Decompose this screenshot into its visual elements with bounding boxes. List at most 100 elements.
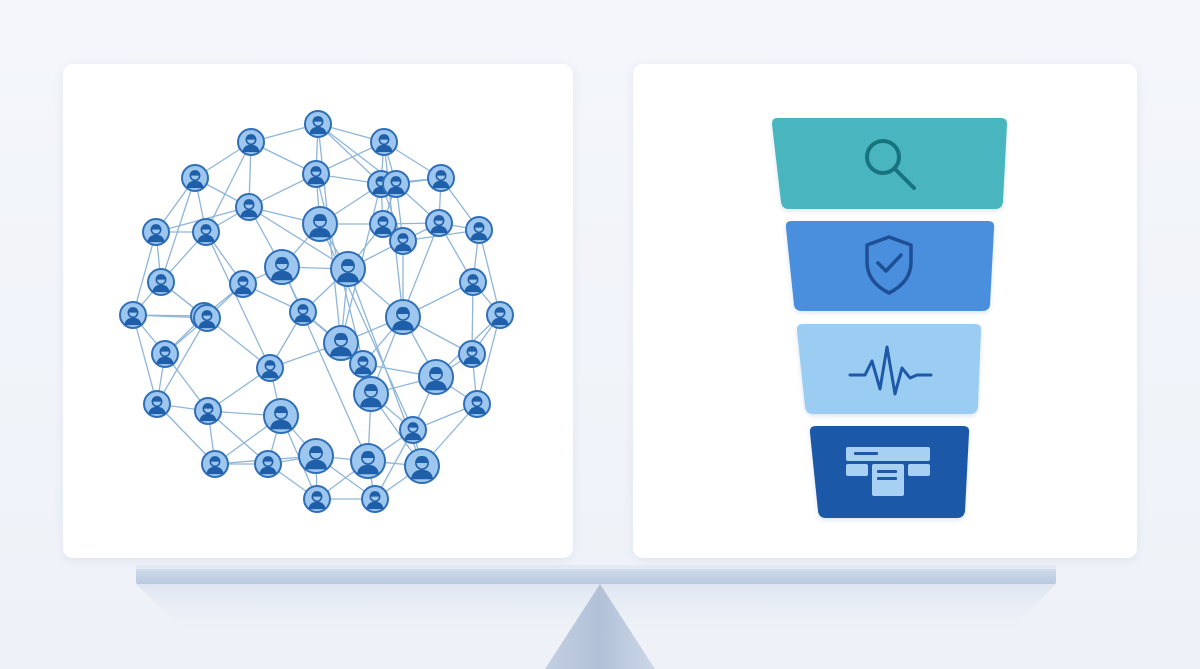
person-icon	[391, 307, 415, 331]
person-icon	[491, 307, 509, 326]
person-node	[418, 359, 454, 395]
funnel-stage-dashboard	[809, 426, 970, 518]
person-icon	[387, 176, 405, 195]
person-node	[459, 268, 487, 296]
person-node	[143, 390, 171, 418]
person-node	[465, 216, 493, 244]
dashboard-icon	[846, 447, 930, 496]
person-node	[201, 450, 229, 478]
person-icon	[269, 406, 293, 430]
person-icon	[156, 346, 174, 365]
person-icon	[410, 456, 434, 480]
network-edge	[132, 314, 158, 405]
shield-check-icon	[865, 235, 913, 295]
person-icon	[366, 491, 384, 510]
person-node	[330, 251, 366, 287]
network-edge	[205, 231, 271, 369]
person-node	[119, 301, 147, 329]
person-node	[235, 193, 263, 221]
pulse-icon	[848, 345, 933, 396]
fulcrum	[545, 584, 655, 669]
person-node	[399, 416, 427, 444]
person-icon	[354, 356, 372, 375]
person-icon	[124, 307, 142, 326]
person-node	[192, 218, 220, 246]
person-icon	[404, 422, 422, 441]
person-icon	[270, 257, 294, 281]
person-node	[463, 390, 491, 418]
beam-shadow	[136, 584, 1056, 650]
person-node	[302, 206, 338, 242]
person-icon	[234, 276, 252, 295]
person-node	[304, 110, 332, 138]
person-icon	[259, 456, 277, 475]
network-edge	[476, 314, 501, 405]
person-icon	[240, 199, 258, 218]
network-edge	[478, 229, 501, 316]
person-icon	[464, 274, 482, 293]
person-node	[302, 160, 330, 188]
person-icon	[470, 222, 488, 241]
person-node	[193, 304, 221, 332]
person-node	[142, 218, 170, 246]
network-edge	[160, 177, 196, 283]
person-node	[349, 350, 377, 378]
person-node	[425, 209, 453, 237]
person-node	[361, 485, 389, 513]
person-icon	[199, 403, 217, 422]
person-icon	[394, 233, 412, 252]
person-node	[256, 354, 284, 382]
person-node	[323, 325, 359, 361]
person-node	[194, 397, 222, 425]
person-node	[382, 170, 410, 198]
person-icon	[356, 451, 380, 475]
person-node	[289, 298, 317, 326]
person-icon	[294, 304, 312, 323]
person-node	[385, 299, 421, 335]
person-node	[486, 301, 514, 329]
person-node	[370, 128, 398, 156]
person-node	[263, 398, 299, 434]
person-icon	[304, 446, 328, 470]
network-edge	[317, 123, 382, 185]
person-node	[369, 210, 397, 238]
network-edge	[248, 206, 349, 270]
person-icon	[198, 310, 216, 329]
person-icon	[242, 134, 260, 153]
person-icon	[147, 224, 165, 243]
person-icon	[308, 214, 332, 238]
person-icon	[432, 170, 450, 189]
network-edge	[156, 317, 208, 405]
person-node	[427, 164, 455, 192]
people-network-diagram	[119, 110, 514, 513]
person-icon	[374, 216, 392, 235]
person-icon	[261, 360, 279, 379]
person-icon	[468, 396, 486, 415]
person-icon	[424, 367, 448, 391]
person-icon	[152, 274, 170, 293]
funnel-stage-shield	[785, 221, 995, 311]
person-node	[181, 164, 209, 192]
person-icon	[148, 396, 166, 415]
search-icon	[865, 139, 916, 190]
person-node	[303, 485, 331, 513]
person-node	[389, 227, 417, 255]
person-node	[298, 438, 334, 474]
person-icon	[463, 346, 481, 365]
person-node	[264, 249, 300, 285]
network-edge	[281, 266, 369, 462]
person-node	[237, 128, 265, 156]
person-icon	[308, 491, 326, 510]
scale-beam	[136, 565, 1056, 584]
person-icon	[430, 215, 448, 234]
funnel-panel	[633, 64, 1137, 558]
person-node	[151, 340, 179, 368]
person-node	[147, 268, 175, 296]
person-node	[229, 270, 257, 298]
person-node	[353, 376, 389, 412]
person-node	[404, 448, 440, 484]
person-icon	[186, 170, 204, 189]
network-edge	[132, 231, 157, 316]
person-node	[458, 340, 486, 368]
person-node	[254, 450, 282, 478]
